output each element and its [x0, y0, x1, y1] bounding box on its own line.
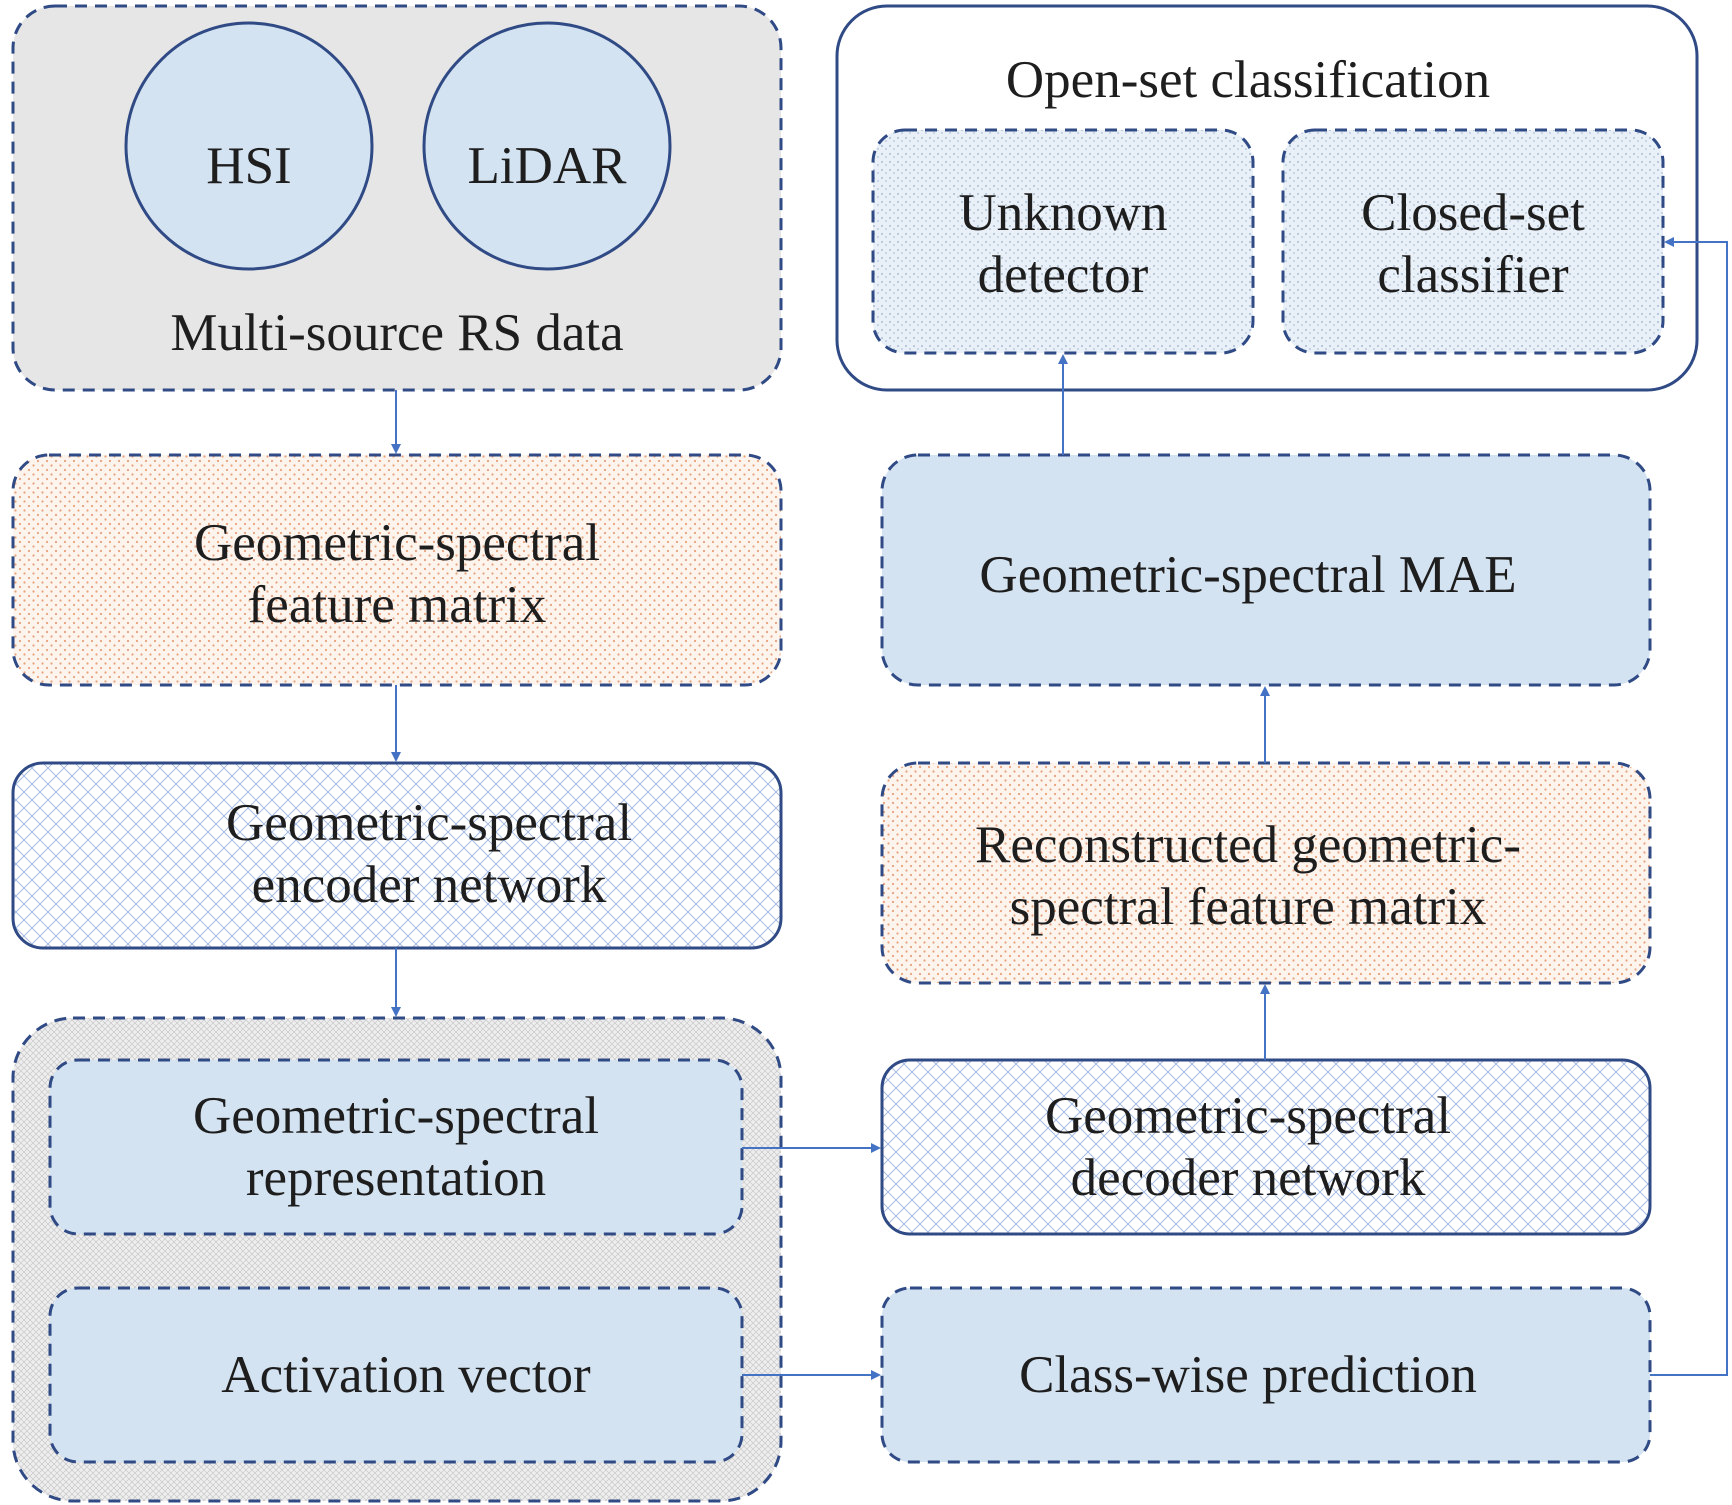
encoder-box — [11, 761, 783, 950]
arrow-classwise-to-closed-set — [1650, 237, 1728, 1376]
representation-box — [48, 1058, 744, 1236]
decoder-box — [880, 1058, 1652, 1236]
feature-matrix-box — [11, 453, 783, 687]
classwise-box — [880, 1286, 1652, 1464]
hsi-circle — [124, 21, 374, 271]
closed-set-box — [1281, 128, 1665, 355]
reconstructed-box — [880, 761, 1652, 985]
unknown-detector-box — [871, 128, 1255, 355]
activation-box — [48, 1286, 744, 1464]
multi-source-box — [11, 4, 783, 392]
lidar-circle — [422, 21, 672, 271]
mae-box — [880, 453, 1652, 687]
